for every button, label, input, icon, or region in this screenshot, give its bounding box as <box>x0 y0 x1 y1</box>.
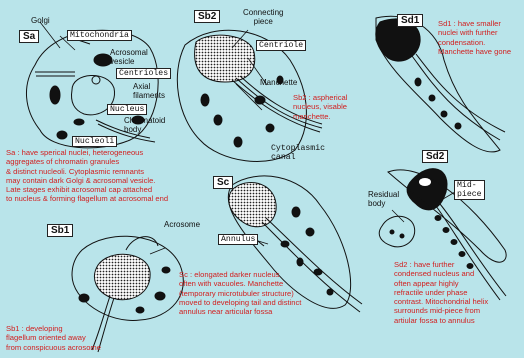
label-centrioles: Centrioles <box>116 68 171 79</box>
label-annulus: Annulus <box>218 234 258 245</box>
label-acrosome: Acrosome <box>164 220 200 229</box>
description-sa: Sa : have sperical nuclei, heterogeneous… <box>6 148 168 204</box>
label-golgi: Golgi <box>31 16 50 25</box>
label-nucleus: Nucleus <box>107 104 147 115</box>
description-sd1: Sd1 : have smaller nuclei with further c… <box>438 19 511 56</box>
stage-sb2-label: Sb2 <box>194 10 220 23</box>
label-residual-body: Residual body <box>368 190 399 208</box>
label-mid-piece: Mid- piece <box>454 180 485 200</box>
description-sb1: Sb1 : developing flagellum oriented away… <box>6 324 101 352</box>
stage-sb1-label: Sb1 <box>47 224 73 237</box>
label-cytoplasmic-canal: Cytoplasmic canal <box>271 144 325 162</box>
label-mitochondria: Mitochondria <box>67 30 132 41</box>
stage-sd1-label: Sd1 <box>397 14 423 27</box>
stage-sc-label: Sc <box>213 176 233 189</box>
stage-sa-label: Sa <box>19 30 39 43</box>
label-connecting-piece: Connecting piece <box>243 8 283 26</box>
stage-sd2-label: Sd2 <box>422 150 448 163</box>
label-centriole: Centriole <box>256 40 306 51</box>
description-sb2: Sb2 : aspherical nucleus, visable manche… <box>293 93 347 121</box>
description-sd2: Sd2 : have further condensed nucleus and… <box>394 260 488 325</box>
label-axial-filaments: Axial filaments <box>133 82 165 100</box>
label-nucleoli: Nucleoli <box>72 136 117 147</box>
description-sc: Sc : elongated darker nucleus often with… <box>179 270 301 316</box>
label-chromatoid-body: Chromatoid body <box>124 116 165 134</box>
label-acrosomal-vesicle: Acrosomal vesicle <box>110 48 148 66</box>
label-manchette: Manchette <box>260 78 297 87</box>
